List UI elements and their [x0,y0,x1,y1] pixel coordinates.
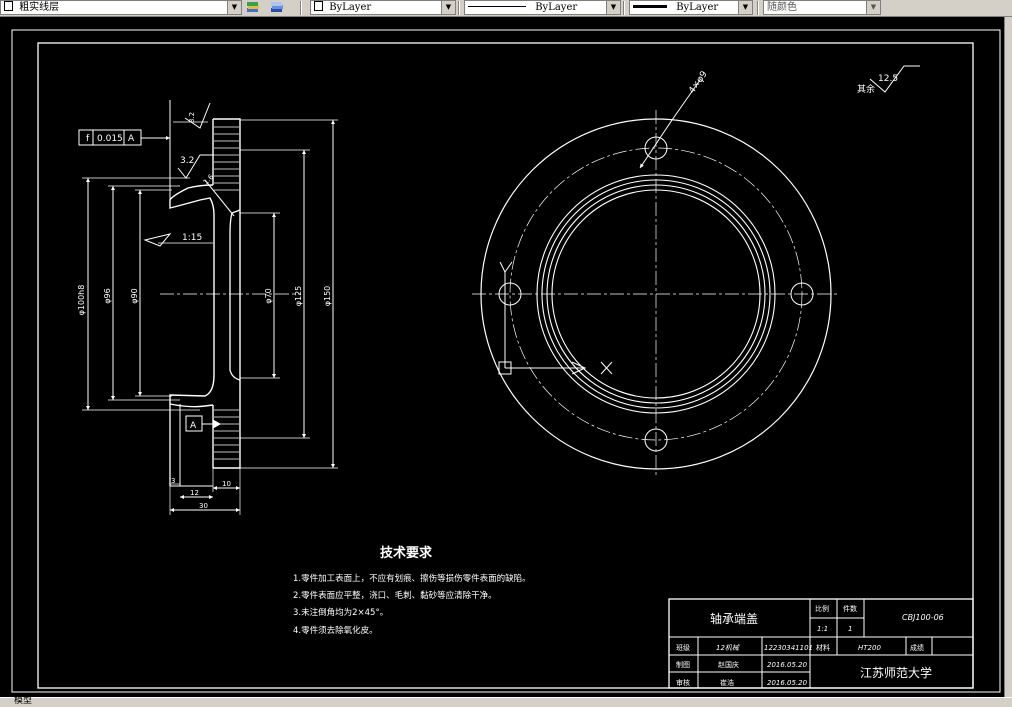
ucs-x-label: X [600,375,601,377]
layer-dropdown[interactable]: 粗实线层 ▼ [0,0,242,15]
rest-roughness-label: 其余 [857,83,875,95]
model-tab[interactable]: 模型 [14,696,33,706]
plotstyle-value: 随颜色 [767,2,797,13]
vertical-scrollbar[interactable] [1004,17,1012,697]
drawing-canvas[interactable]: f 0.015 A 3.2 3.2 1.6 1:15 A φ100h8 φ96 … [0,16,1004,697]
toolbar-separator [300,1,302,15]
tech-item: 3.未注倒角均为2×45°。 [293,607,388,618]
drafter-label: 制图 [676,660,690,669]
dim-phi70: φ70 [264,288,273,303]
chevron-down-icon[interactable]: ▼ [866,1,880,14]
tolerance-symbol: f [86,134,90,144]
dim-phi96: φ96 [103,288,112,303]
tech-title: 技术要求 [380,545,433,561]
reviewer-name: 崔浩 [720,678,734,687]
layer-name: 粗实线层 [19,2,60,13]
toolbar-separator [458,1,460,15]
reviewer-label: 审核 [676,678,690,687]
title-block [668,598,974,689]
ucs-y-label: Y [501,265,502,267]
dim-phi125: φ125 [294,286,303,307]
qty-value: 1 [848,625,852,633]
class-label: 班级 [676,643,690,652]
section-view [78,100,338,515]
tolerance-datum: A [128,134,135,144]
drawing-number: CBJ100-06 [902,613,944,622]
tech-item: 4.零件须去除氧化皮。 [293,625,378,636]
review-date: 2016.05.20 [767,679,808,687]
qty-header: 件数 [843,604,857,613]
dim-10: 10 [222,480,231,488]
plotstyle-dropdown[interactable]: 随颜色 ▼ [763,0,881,15]
scale-header: 比例 [815,604,829,613]
technical-requirements: 技术要求 1.零件加工表面上，不应有划痕、擦伤等损伤零件表面的缺陷。 2.零件表… [293,545,531,636]
lineweight-sample [633,5,667,8]
material-label: 材料 [816,643,830,652]
linetype-value: ByLayer [535,2,578,13]
chevron-down-icon[interactable]: ▼ [441,1,455,14]
roughness-left: 3.2 [180,156,194,166]
title-block-text: 轴承端盖 比例 件数 1:1 1 CBJ100-06 班级 12机械 12230… [676,604,944,687]
roughness-right: 3.2 [188,112,196,123]
school-name: 江苏师范大学 [860,665,932,680]
inner-frame [37,42,974,689]
chevron-down-icon[interactable]: ▼ [738,1,752,14]
chevron-down-icon[interactable]: ▼ [227,1,241,14]
dim-30: 30 [199,502,208,510]
layer-swatch [4,1,13,11]
color-dropdown[interactable]: ByLayer ▼ [310,0,456,15]
layer-states-icon[interactable] [270,1,284,14]
toolbar-separator [757,1,759,15]
front-view [472,65,920,478]
rest-roughness-value: 12.5 [878,74,898,84]
section-hatch [214,126,239,460]
student-number: 12230341101 [764,644,813,652]
material-value: HT200 [858,644,881,652]
lineweight-dropdown[interactable]: ByLayer ▼ [629,0,753,15]
tech-item: 1.零件加工表面上，不应有划痕、擦伤等损伤零件表面的缺陷。 [293,573,531,584]
chevron-down-icon[interactable]: ▼ [606,1,620,14]
tolerance-value: 0.015 [97,134,123,144]
scale-value: 1:1 [817,625,828,633]
grade-label: 成绩 [910,643,924,652]
color-swatch [314,1,323,11]
datum-label: A [190,421,197,431]
holes-label: 4×φ9 [687,69,710,95]
toolbar-separator [623,1,625,15]
dim-phi150: φ150 [323,286,332,307]
lineweight-value: ByLayer [676,2,719,13]
color-value: ByLayer [329,2,372,13]
taper-label: 1:15 [182,233,202,243]
class-value: 12机械 [716,644,740,652]
drafter-name: 赵国庆 [718,660,739,669]
properties-toolbar: 粗实线层 ▼ ByLayer ▼ ByLayer ▼ ByLayer ▼ 随颜色… [0,0,1012,17]
layer-previous-icon[interactable] [246,1,260,14]
outer-border [11,29,1001,693]
status-bar: 模型 [0,696,1012,707]
section-labels: f 0.015 A 3.2 3.2 1.6 1:15 A φ100h8 φ96 … [77,112,332,510]
linetype-sample [468,6,526,7]
tech-item: 2.零件表面应平整，浇口、毛刺、黏砂等应清除干净。 [293,590,497,601]
draft-date: 2016.05.20 [767,661,808,669]
part-name: 轴承端盖 [710,611,758,626]
dim-3: 3 [171,477,175,485]
linetype-dropdown[interactable]: ByLayer ▼ [464,0,621,15]
dim-12: 12 [190,489,199,497]
dim-phi90: φ90 [130,288,139,303]
dim-phi100h8: φ100h8 [77,285,86,316]
